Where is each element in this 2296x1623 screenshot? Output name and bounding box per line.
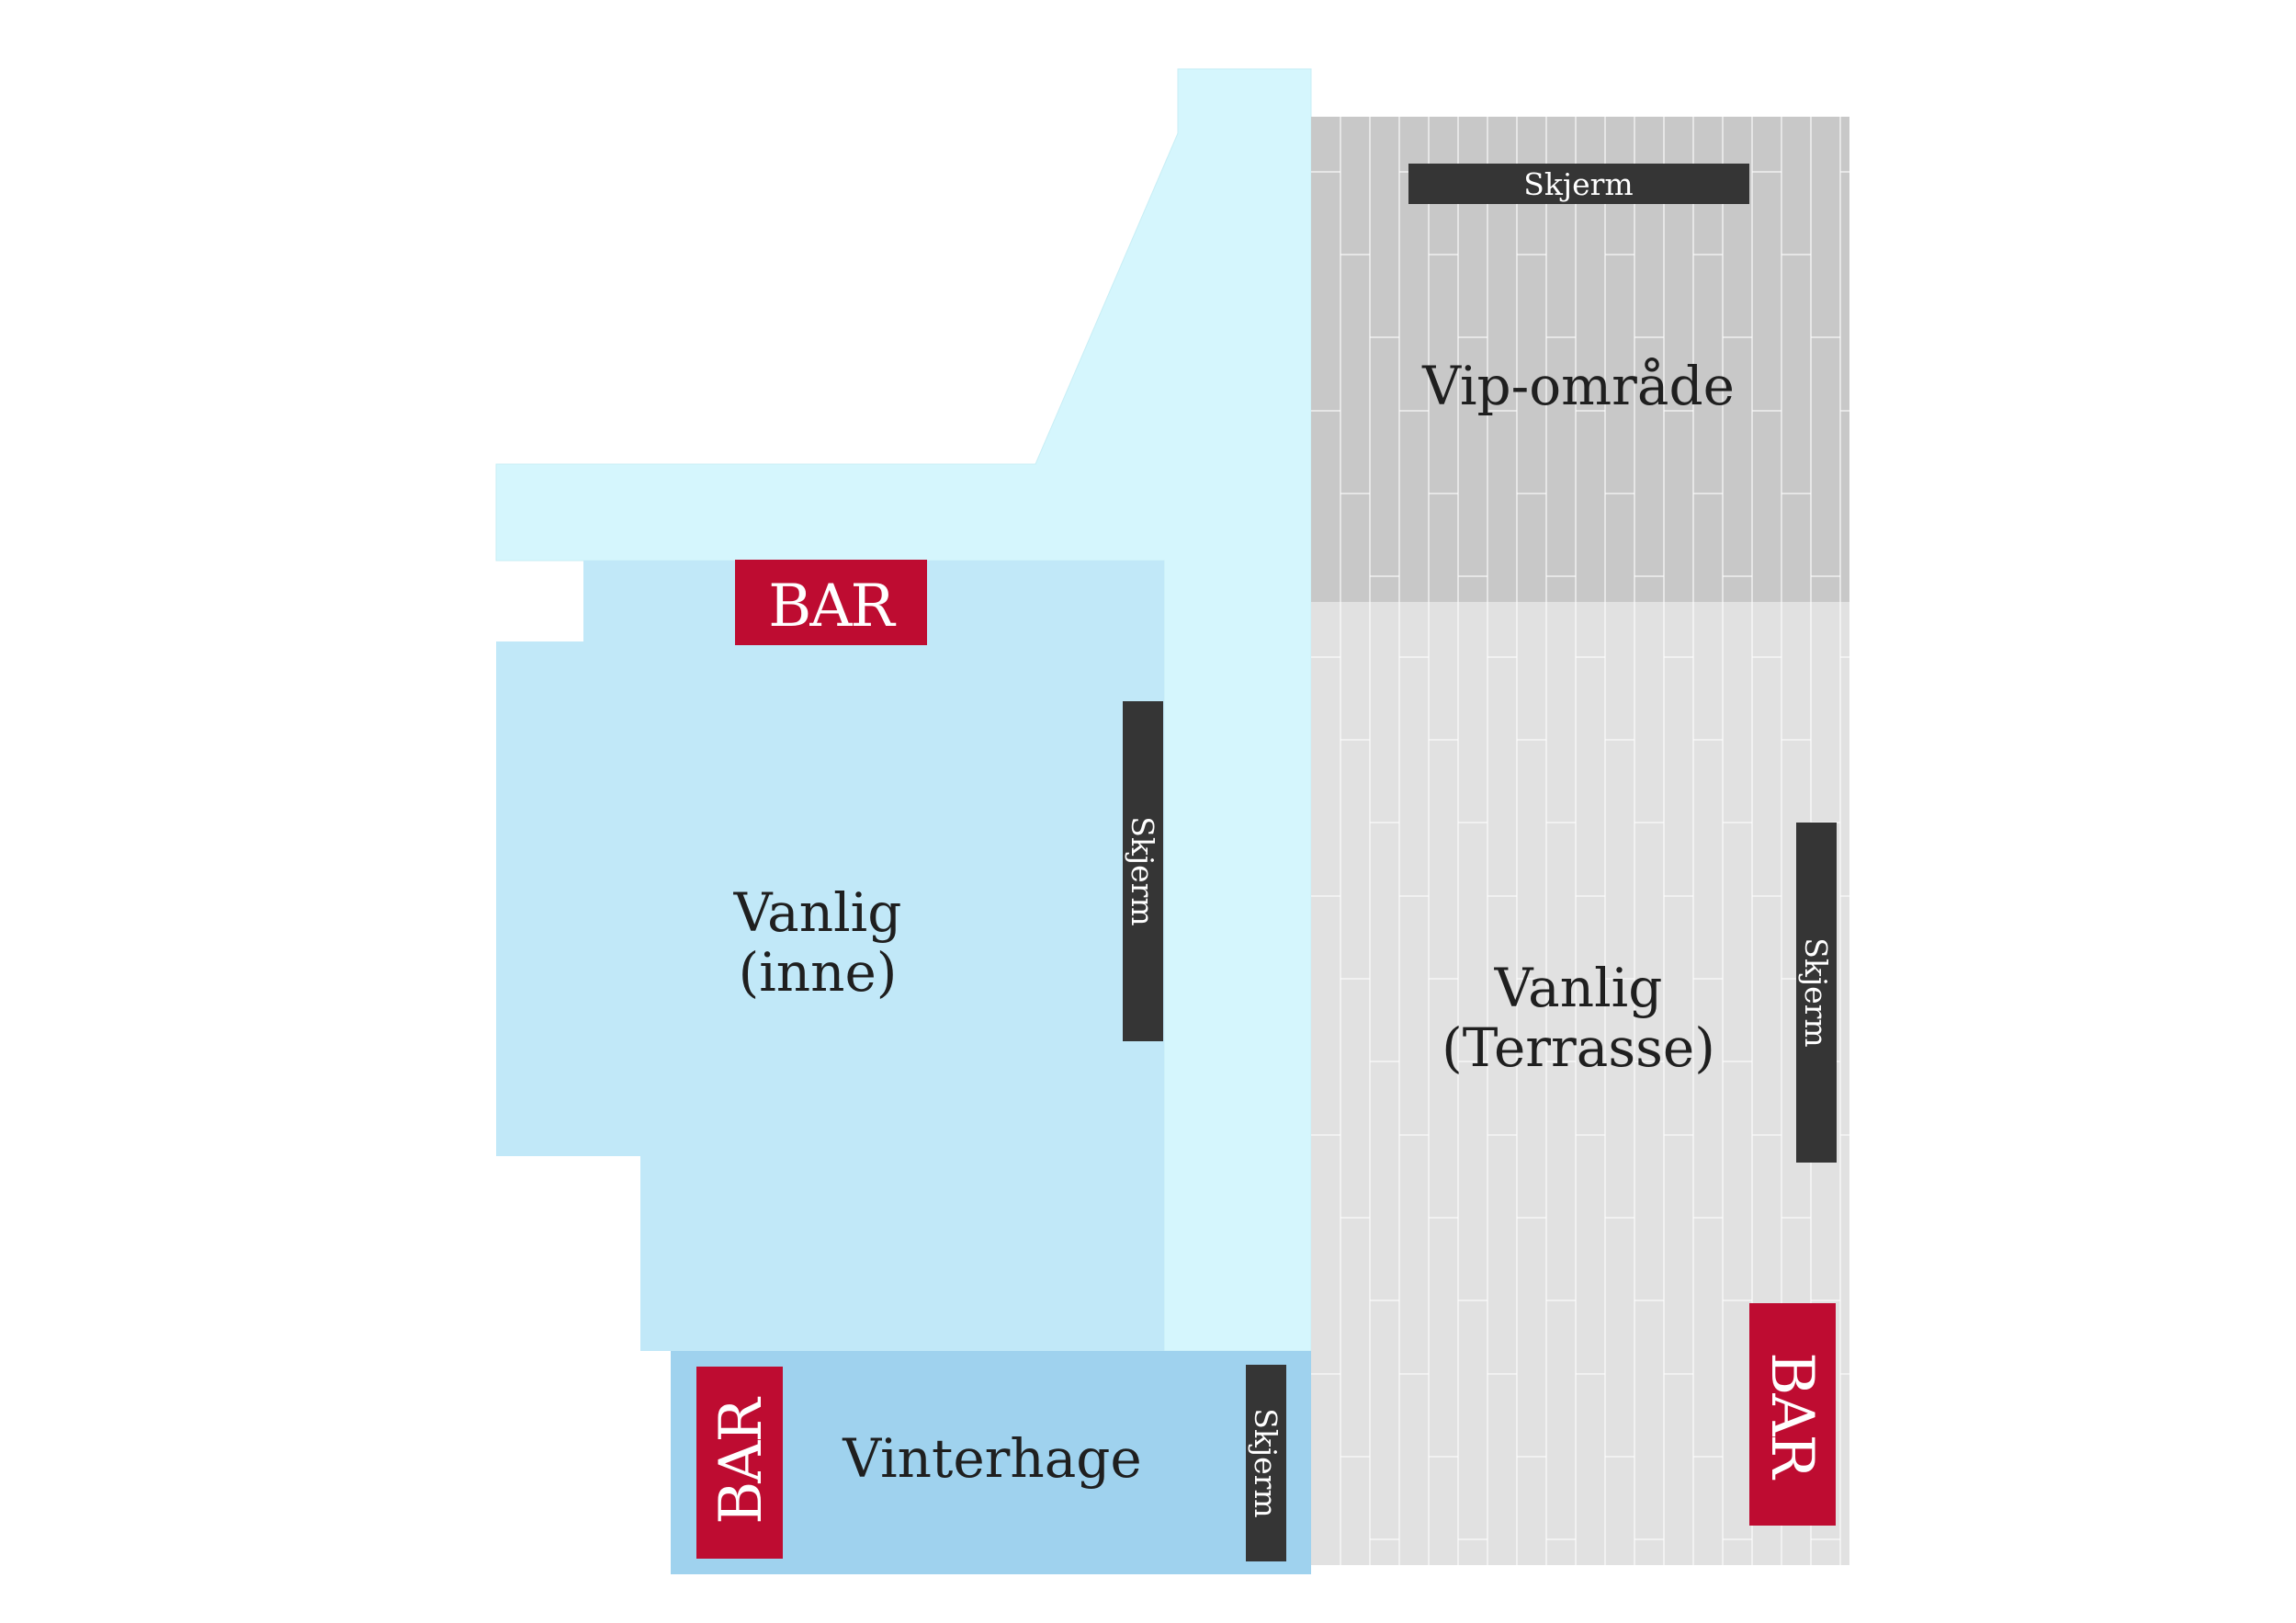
screen-label: Skjerm [1798,937,1834,1047]
vip-label: Vip-område [1421,355,1735,417]
screen-winter-garden: Skjerm [1246,1365,1286,1561]
bar-terrace: BAR [1749,1303,1836,1526]
bar-label: BAR [768,573,896,641]
inside-label-line2: (inne) [739,941,898,1004]
inside-label-line1: Vanlig [733,881,902,944]
terrace-label-line1: Vanlig [1494,957,1663,1019]
screen-terrace: Skjerm [1796,823,1837,1163]
bar-label: BAR [1758,1352,1826,1480]
bar-label: BAR [707,1396,775,1524]
screen-label: Skjerm [1523,166,1633,202]
screen-label: Skjerm [1125,816,1160,925]
screen-inside: Skjerm [1123,701,1163,1041]
winter-garden-label: Vinterhage [842,1427,1142,1490]
terrace-label-line2: (Terrasse) [1442,1016,1715,1079]
bar-winter-garden: BAR [696,1367,783,1559]
screen-vip: Skjerm [1408,164,1749,204]
bar-inside: BAR [735,560,927,645]
screen-label: Skjerm [1248,1408,1284,1517]
inside-area [496,561,1164,1351]
